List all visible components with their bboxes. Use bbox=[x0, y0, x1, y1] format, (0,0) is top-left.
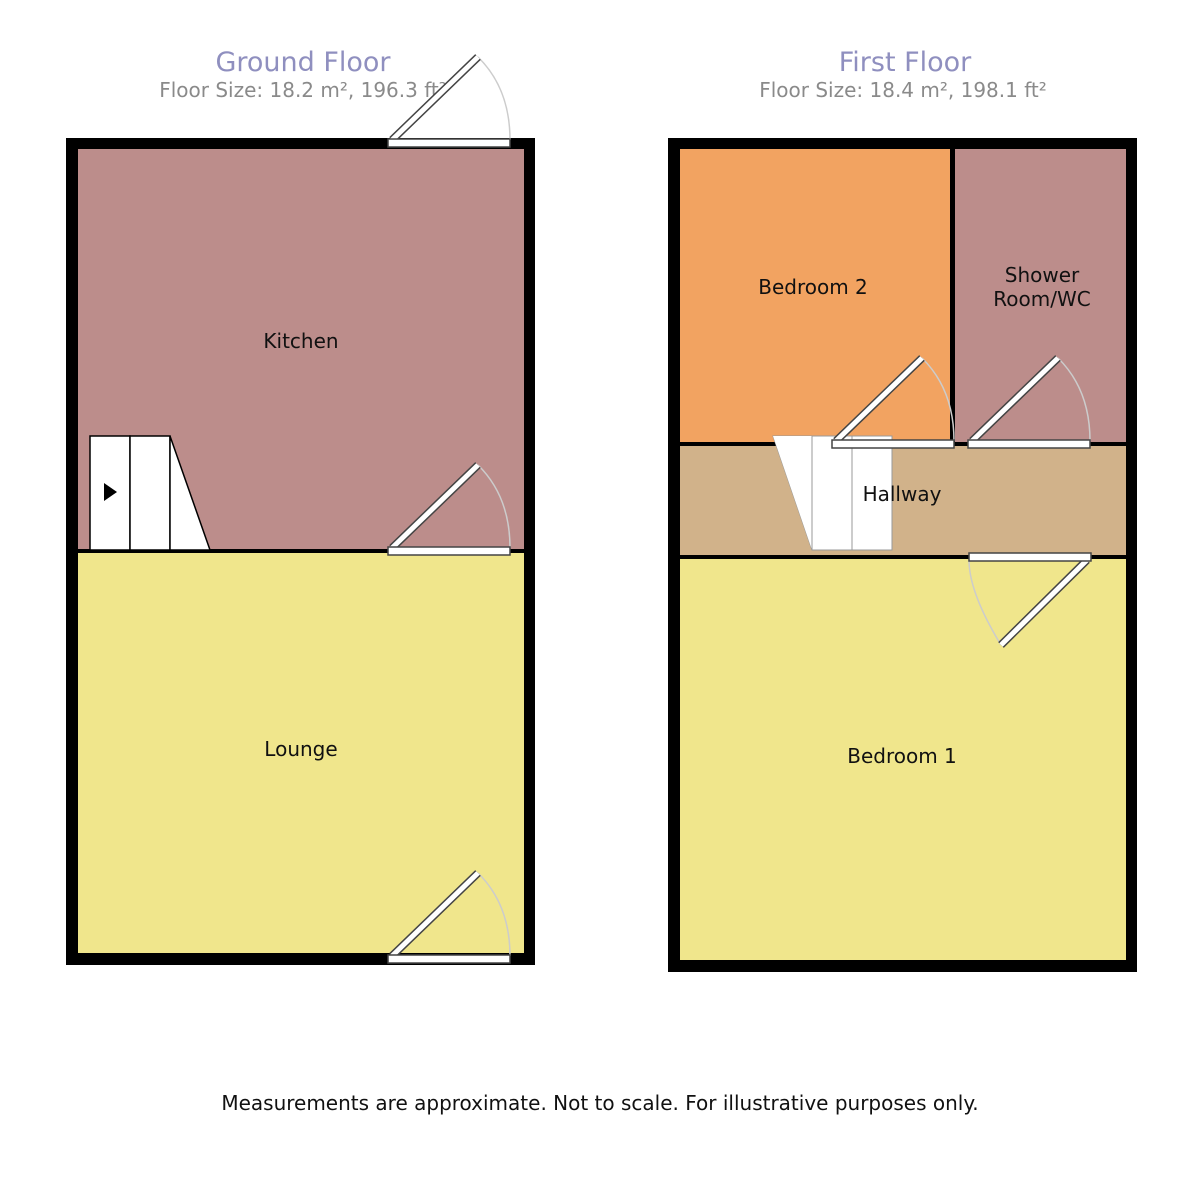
door-icon bbox=[387, 54, 511, 148]
room-hallway bbox=[680, 446, 1126, 555]
label-shower-line2: Room/WC bbox=[993, 287, 1090, 311]
label-shower-line1: Shower bbox=[1005, 263, 1080, 287]
label-hallway: Hallway bbox=[863, 482, 942, 506]
door-icon bbox=[967, 355, 1091, 449]
room-lounge bbox=[78, 553, 524, 953]
first-floor-title: First Floor bbox=[839, 47, 972, 78]
disclaimer: Measurements are approximate. Not to sca… bbox=[221, 1091, 978, 1115]
label-kitchen: Kitchen bbox=[263, 329, 338, 353]
room-shower-room bbox=[955, 149, 1126, 442]
room-bedroom-1 bbox=[680, 559, 1126, 960]
first-floor-size: Floor Size: 18.4 m², 198.1 ft² bbox=[759, 78, 1047, 102]
staircase-first bbox=[772, 435, 893, 551]
door-icon bbox=[968, 552, 1092, 648]
door-icon bbox=[831, 355, 955, 449]
ground-floor-title: Ground Floor bbox=[215, 47, 391, 78]
label-bedroom-2: Bedroom 2 bbox=[758, 275, 868, 299]
label-bedroom-1: Bedroom 1 bbox=[847, 744, 957, 768]
door-icon bbox=[387, 870, 511, 964]
stair-arrow-icon bbox=[104, 483, 117, 501]
label-lounge: Lounge bbox=[264, 737, 337, 761]
ground-floor-size: Floor Size: 18.2 m², 196.3 ft² bbox=[159, 78, 447, 102]
room-bedroom-2 bbox=[680, 149, 950, 442]
staircase-ground bbox=[89, 435, 212, 551]
door-icon bbox=[387, 462, 511, 556]
